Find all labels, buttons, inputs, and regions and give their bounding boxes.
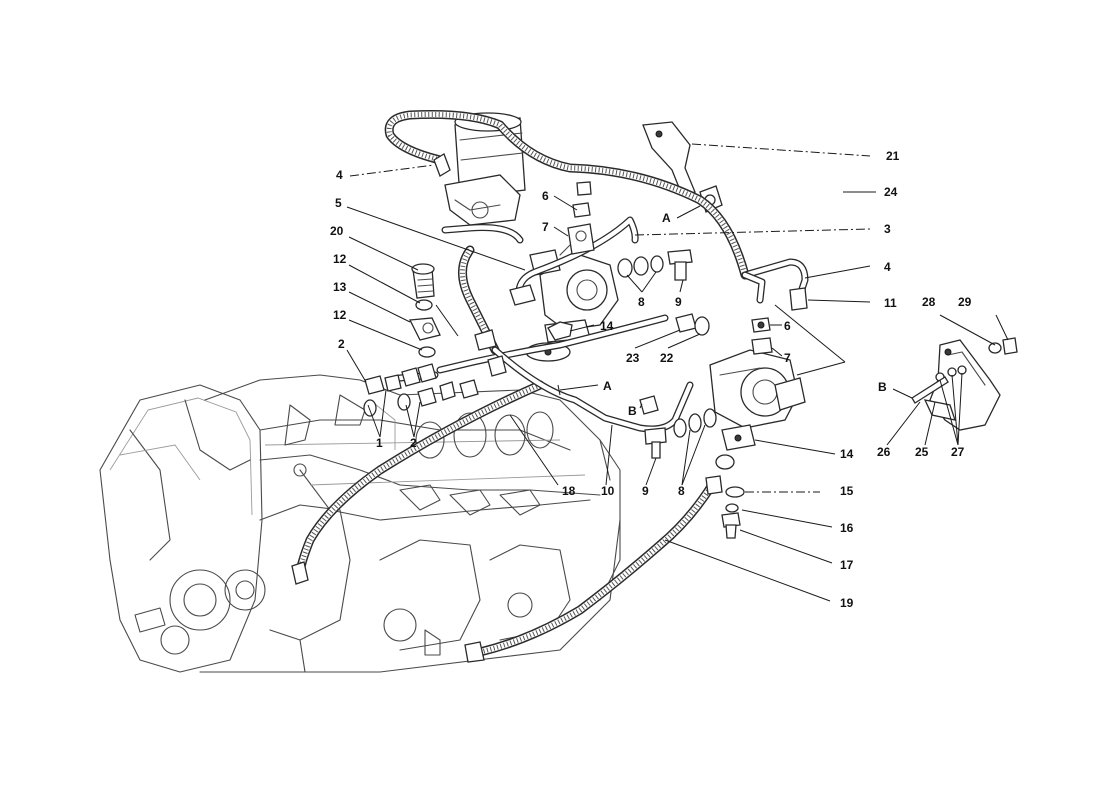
turbocharger-right [709,349,806,470]
callout-9-bottom: 9 [642,484,649,498]
callout-10: 10 [601,484,615,498]
callout-17: 17 [840,558,854,572]
callout-25: 25 [915,445,929,459]
callout-7-right: 7 [784,351,791,365]
callout-1: 1 [376,436,383,450]
callout-a-mid: A [603,379,612,393]
callout-14-right: 14 [840,447,854,461]
callout-9-top: 9 [675,295,682,309]
callout-labels: 21 24 3 4 11 6 7 14 15 16 17 19 28 29 26… [330,149,972,610]
callout-6-right: 6 [784,319,791,333]
callout-29: 29 [958,295,972,309]
callout-16: 16 [840,521,854,535]
mounting-bracket [642,121,723,213]
callout-28: 28 [922,295,936,309]
callout-8-bottom: 8 [678,484,685,498]
leader-lines [346,143,1009,602]
callout-26: 26 [877,445,891,459]
callout-27: 27 [951,445,965,459]
callout-12-bottom: 12 [333,308,347,322]
callout-4-right: 4 [884,260,891,274]
callout-7-left: 7 [542,220,549,234]
callout-8-top: 8 [638,295,645,309]
callout-23: 23 [626,351,640,365]
callout-19: 19 [840,596,854,610]
callout-b-mid: B [628,404,637,418]
callout-12-top: 12 [333,252,347,266]
callout-2-upper: 2 [338,337,345,351]
callout-2-lower: 2 [410,436,417,450]
callout-3: 3 [884,222,891,236]
oil-hoses [295,109,750,657]
callout-20: 20 [330,224,344,238]
callout-14-left: 14 [600,319,614,333]
fittings [291,153,1018,663]
callout-18: 18 [562,484,576,498]
callout-5: 5 [335,196,342,210]
callout-21: 21 [886,149,900,163]
callout-4-left: 4 [336,168,343,182]
callout-a-top: A [662,211,671,225]
callout-b-right: B [878,380,887,394]
callout-11: 11 [884,296,897,310]
callout-13: 13 [333,280,347,294]
callout-22: 22 [660,351,674,365]
callout-24: 24 [884,185,898,199]
callout-15: 15 [840,484,854,498]
oil-filter-housing [444,112,526,226]
callout-6-left: 6 [542,189,549,203]
